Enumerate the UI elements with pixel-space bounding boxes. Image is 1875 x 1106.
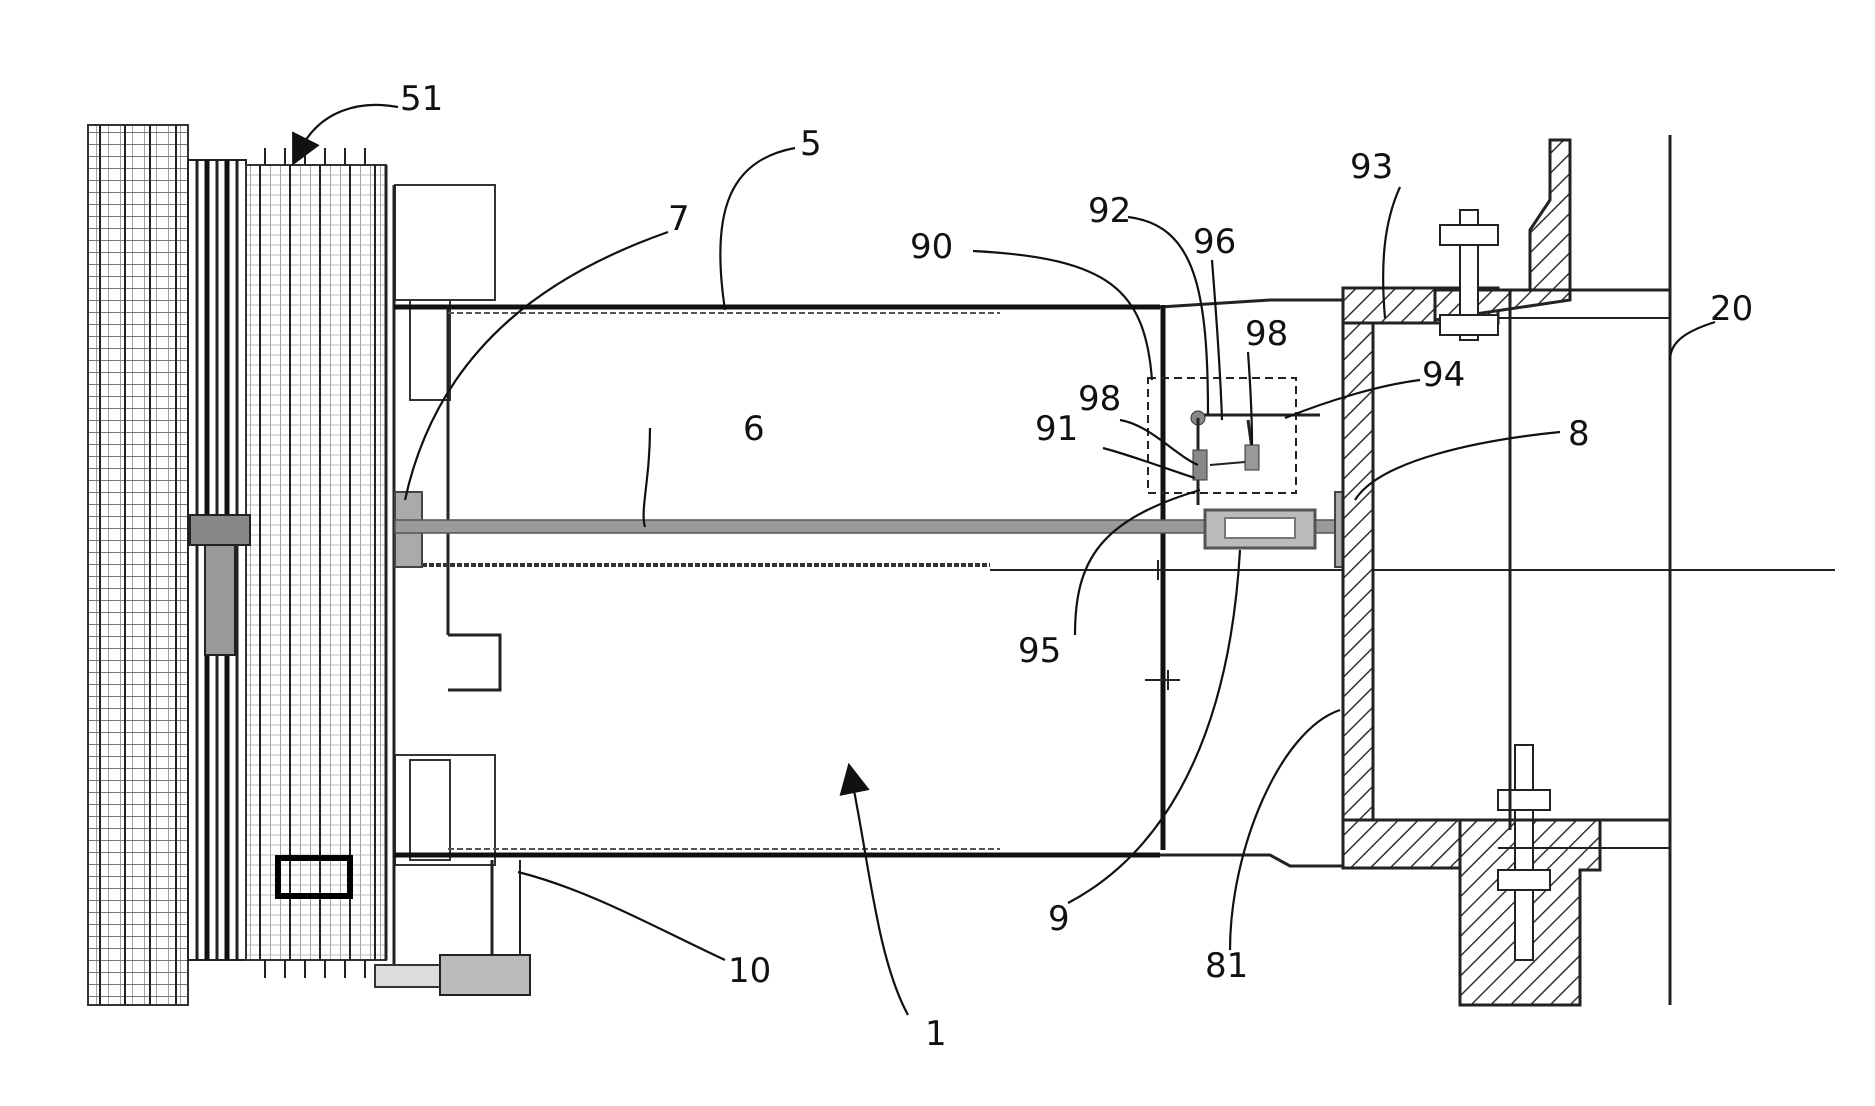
label-81: 81 (1205, 946, 1248, 986)
label-8: 8 (1568, 414, 1590, 454)
label-9: 9 (1048, 899, 1070, 939)
label-91: 91 (1035, 409, 1078, 449)
label-90: 90 (910, 227, 953, 267)
label-98-upper: 98 (1245, 314, 1288, 354)
label-20: 20 (1710, 289, 1753, 329)
label-51: 51 (400, 79, 443, 119)
label-98-lower: 98 (1078, 379, 1121, 419)
label-10: 10 (728, 951, 771, 991)
label-94: 94 (1422, 355, 1465, 395)
coil-assembly (88, 125, 386, 1005)
label-6: 6 (743, 409, 765, 449)
detail-region (1148, 378, 1320, 505)
label-92: 92 (1088, 191, 1131, 231)
shaft (395, 492, 1355, 567)
label-1: 1 (925, 1014, 947, 1054)
label-93: 93 (1350, 147, 1393, 187)
label-5: 5 (800, 124, 822, 164)
label-7: 7 (668, 199, 690, 239)
label-95: 95 (1018, 631, 1061, 671)
label-96: 96 (1193, 222, 1236, 262)
